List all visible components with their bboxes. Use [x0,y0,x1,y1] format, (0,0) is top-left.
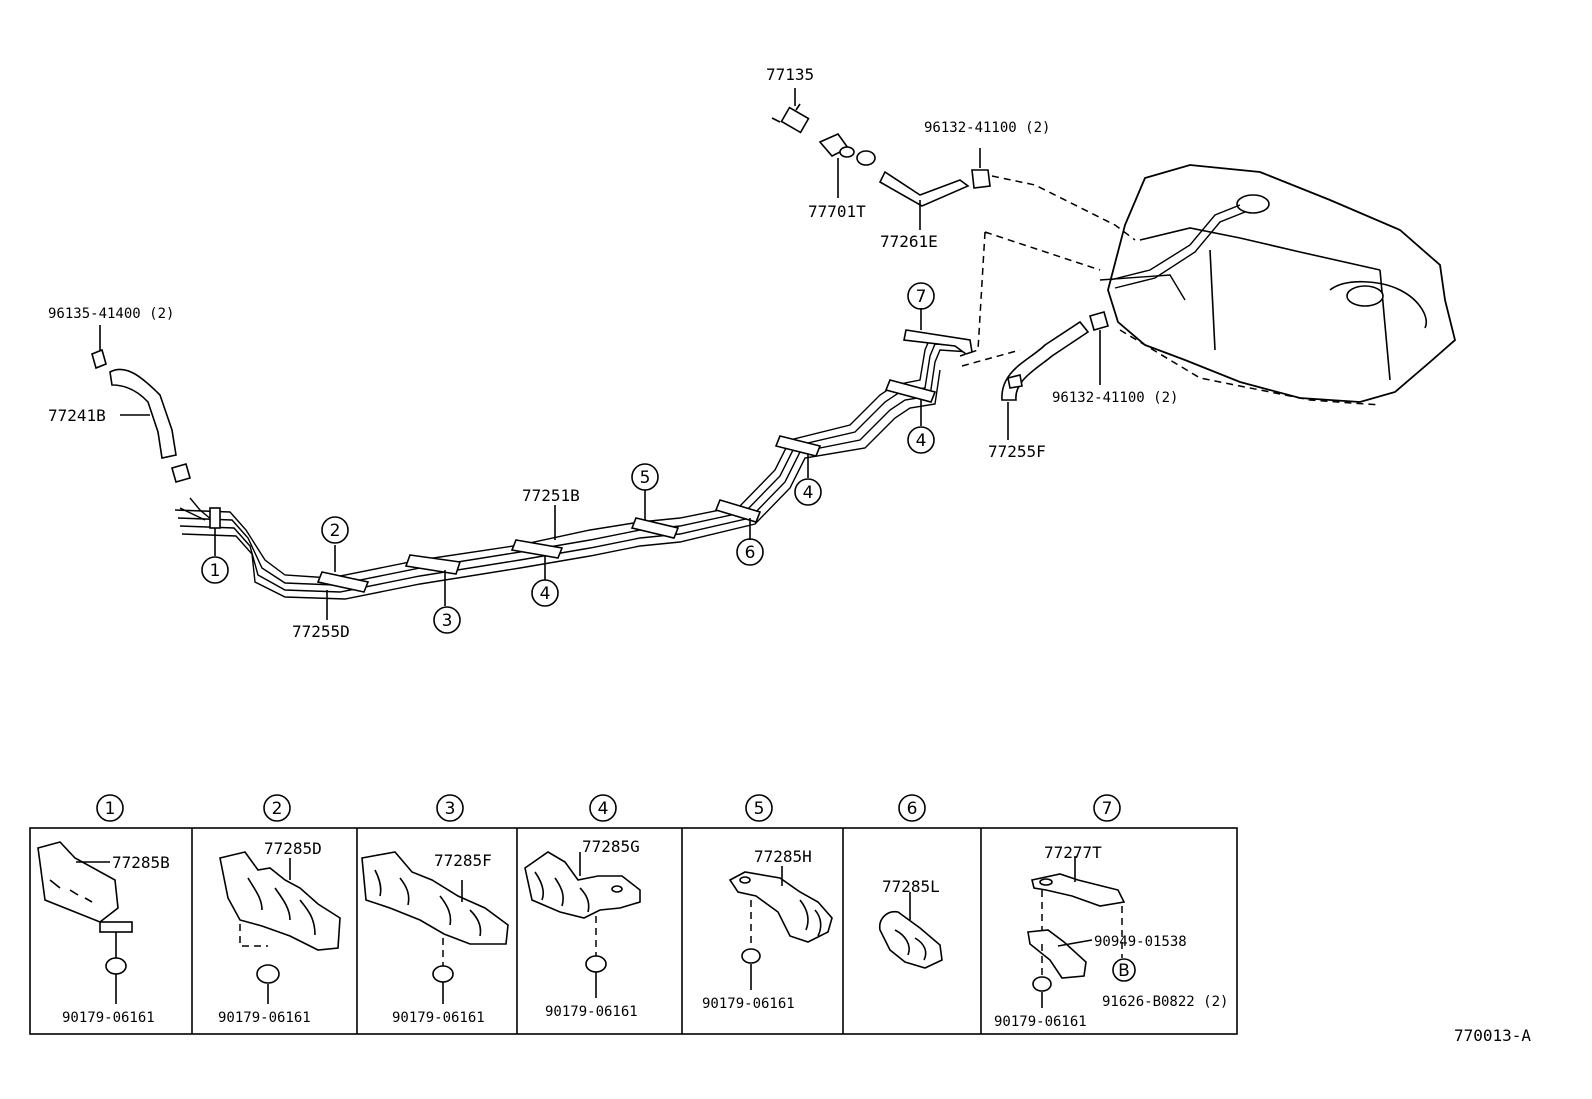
svg-text:4: 4 [803,483,814,503]
hose-77261E [878,148,991,230]
panel-4-number: 4 [598,799,609,819]
panel-7-extra1: 90949-01538 [1094,934,1187,950]
callout-6: 6 [736,538,764,566]
callout-1: 1 [201,556,229,584]
clamp-4b [774,435,822,457]
callout-4c: 4 [907,426,935,454]
panel-6-part: 77285L [882,877,940,896]
panel-2-number: 2 [272,799,283,819]
panel-7-extra2: 91626-B0822 (2) [1102,994,1228,1010]
panel-7-part: 77277T [1044,843,1102,862]
fuel-tank [1099,164,1457,406]
label-77701T: 77701T [808,202,866,221]
detail-panels-frame [29,827,1238,1035]
label-96132-top: 96132-41100 (2) [924,120,1050,136]
panel-3-part: 77285F [434,851,492,870]
panel-5-bolt: 90179-06161 [702,996,795,1012]
clamp-5 [630,517,680,539]
panel-7-bolt: 90179-06161 [994,1014,1087,1030]
callout-7: 7 [907,282,935,310]
panel-5-part: 77285H [754,847,812,866]
clamp-4a [510,539,564,559]
svg-text:6: 6 [745,543,756,563]
detail-panel-5: 5 77285H 90179-06161 [702,794,833,1012]
detail-panel-7: 7 77277T 90949-01538 B 91626-B0822 (2) 9… [994,794,1228,1030]
label-77251B: 77251B [522,486,580,505]
clamp-4c [884,379,937,403]
panel-2-bolt: 90179-06161 [218,1010,311,1026]
panel-3-number: 3 [445,799,456,819]
panel-4-part: 77285G [582,837,640,856]
fuel-pipe-bundle [174,337,971,600]
detail-panel-1: 1 77285B 90179-06161 [37,794,170,1026]
label-77241B: 77241B [48,406,106,425]
figure-code: 770013-A [1454,1026,1531,1045]
detail-panels: 1 77285B 90179-06161 2 77285D 90179-0616… [29,794,1238,1035]
label-96135: 96135-41400 (2) [48,306,174,322]
clamp-6 [714,499,762,523]
callout-circles: 1 2 3 4 5 6 4 7 4 [201,282,935,634]
svg-text:2: 2 [330,521,341,541]
label-77255D: 77255D [292,622,350,641]
detail-panel-4: 4 77285G 90179-06161 [524,794,641,1020]
main-labels: 77135 77701T 96132-41100 (2) 77261E 9613… [48,65,1178,641]
clamp-7 [903,329,973,355]
callout-2: 2 [321,516,349,544]
panel-4-bolt: 90179-06161 [545,1004,638,1020]
panel-7-marker: B [1118,961,1130,981]
callout-3: 3 [433,606,461,634]
panel-1-number: 1 [105,799,116,819]
label-77261E: 77261E [880,232,938,251]
clamp-2 [316,571,370,593]
vent-hose-route [991,175,1136,241]
panel-3-bolt: 90179-06161 [392,1010,485,1026]
svg-text:3: 3 [442,611,453,631]
label-77255F: 77255F [988,442,1046,461]
panel-7-number: 7 [1102,799,1113,819]
svg-text:4: 4 [916,431,927,451]
panel-5-number: 5 [754,799,765,819]
label-77135: 77135 [766,65,814,84]
bundle-clamps [209,329,973,593]
panel-2-part: 77285D [264,839,322,858]
svg-text:1: 1 [210,561,221,581]
callout-4b: 4 [794,478,822,506]
clamp-1 [209,507,221,529]
detail-panel-6: 6 77285L [878,794,943,969]
callout-4a: 4 [531,579,559,607]
detail-panel-3: 3 77285F 90179-06161 [361,794,509,1026]
return-route [959,231,1101,367]
svg-text:4: 4 [540,584,551,604]
callout-5: 5 [631,463,659,491]
panel-6-number: 6 [907,799,918,819]
svg-text:5: 5 [640,468,651,488]
detail-panel-2: 2 77285D 90179-06161 [218,794,341,1026]
vent-valve [771,88,876,198]
label-96132-right: 96132-41100 (2) [1052,390,1178,406]
hose-77241B [91,325,213,521]
hose-77255F [1001,311,1109,440]
panel-1-bolt: 90179-06161 [62,1010,155,1026]
svg-text:7: 7 [916,287,927,307]
panel-1-part: 77285B [112,853,170,872]
leader-lines [214,308,922,620]
clamp-3 [404,554,462,575]
